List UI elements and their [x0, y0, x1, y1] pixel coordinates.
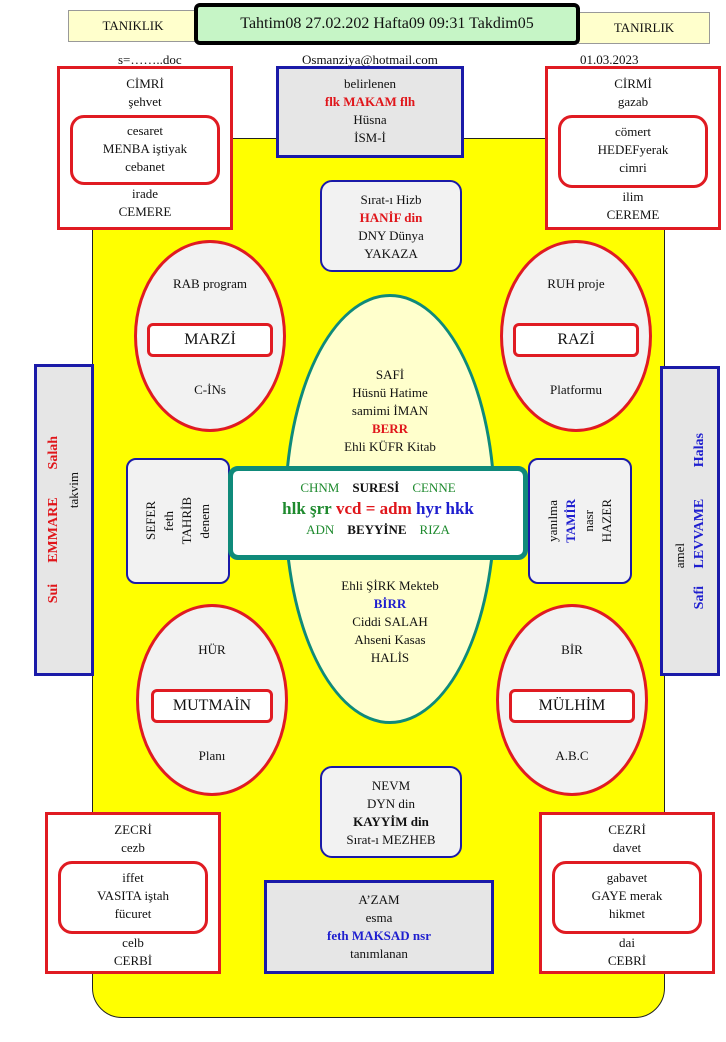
hedef-inner-box: cömert HEDEFyerak cimri [558, 115, 708, 188]
marzi-ellipse: RAB program MARZİ C-İNs [134, 240, 286, 432]
tahrib-box: SEFER feth TAHRİB denem [126, 458, 230, 584]
core-row-2: hlk şrr vcd = adm hyr hkk [282, 499, 474, 518]
azam-box: A’ZAM esma feth MAKSAD nsr tanımlanan [264, 880, 494, 974]
core-row-3: ADN BEYYİNE RIZA [306, 522, 450, 537]
tamir-box: yanılma TAMİR nasr HAZER [528, 458, 632, 584]
razi-ellipse: RUH proje RAZİ Platformu [500, 240, 652, 432]
emmare-bar: Sui EMMARE Salah takvim [34, 364, 94, 676]
cirmi-box: CİRMİ gazab cömert HEDEFyerak cimri ilim… [545, 66, 721, 230]
sirk-text-block: Ehli ŞİRK Mekteb BİRR Ciddi SALAH Ahseni… [341, 578, 439, 665]
email-text: Osmanziya@hotmail.com [302, 52, 438, 67]
tab-taniklik[interactable]: TANIKLIK [68, 10, 198, 42]
core-row-1: CHNM SURESİ CENNE [300, 480, 456, 495]
emmare-col: Sui EMMARE Salah [46, 436, 61, 604]
mutmain-pill[interactable]: MUTMAİN [151, 689, 273, 723]
tab-label: TANIKLIK [102, 18, 164, 33]
levvame-bar: amel Safi LEVVAME Halas [660, 366, 720, 676]
safi-text-block: SAFİ Hüsnü Hatime samimi İMAN BERR Ehli … [344, 367, 436, 454]
levvame-col: Safi LEVVAME Halas [692, 432, 707, 610]
mulhim-ellipse: BİR MÜLHİM A.B.C [496, 604, 648, 796]
tab-tanirlik[interactable]: TANIRLIK [578, 12, 710, 44]
page-title: Tahtim08 27.02.202 Hafta09 09:31 Takdim0… [194, 3, 580, 45]
cezri-box: CEZRİ davet gabavet GAYE merak hikmet da… [539, 812, 715, 974]
core-box: CHNM SURESİ CENNE hlk şrr vcd = adm hyr … [228, 466, 528, 560]
vasita-inner-box: iffet VASITA iştah fücuret [58, 861, 208, 934]
mulhim-pill[interactable]: MÜLHİM [509, 689, 635, 723]
marzi-pill[interactable]: MARZİ [147, 323, 273, 357]
zecri-box: ZECRİ cezb iffet VASITA iştah fücuret ce… [45, 812, 221, 974]
tab-label: TANIRLIK [613, 20, 675, 35]
makam-box: belirlenen flk MAKAM flh Hüsna İSM-İ [276, 66, 464, 158]
cimri-box: CİMRİ şehvet cesaret MENBA iştiyak ceban… [57, 66, 233, 230]
nevm-box: NEVM DYN din KAYYİM din Sırat-ı MEZHEB [320, 766, 462, 858]
date-text: 01.03.2023 [580, 52, 639, 67]
mutmain-ellipse: HÜR MUTMAİN Planı [136, 604, 288, 796]
sirat-hizb-box: Sırat-ı Hizb HANİF din DNY Dünya YAKAZA [320, 180, 462, 272]
gaye-inner-box: gabavet GAYE merak hikmet [552, 861, 702, 934]
razi-pill[interactable]: RAZİ [513, 323, 639, 357]
file-label: s=……..doc [118, 52, 182, 67]
menba-inner-box: cesaret MENBA iştiyak cebanet [70, 115, 220, 185]
